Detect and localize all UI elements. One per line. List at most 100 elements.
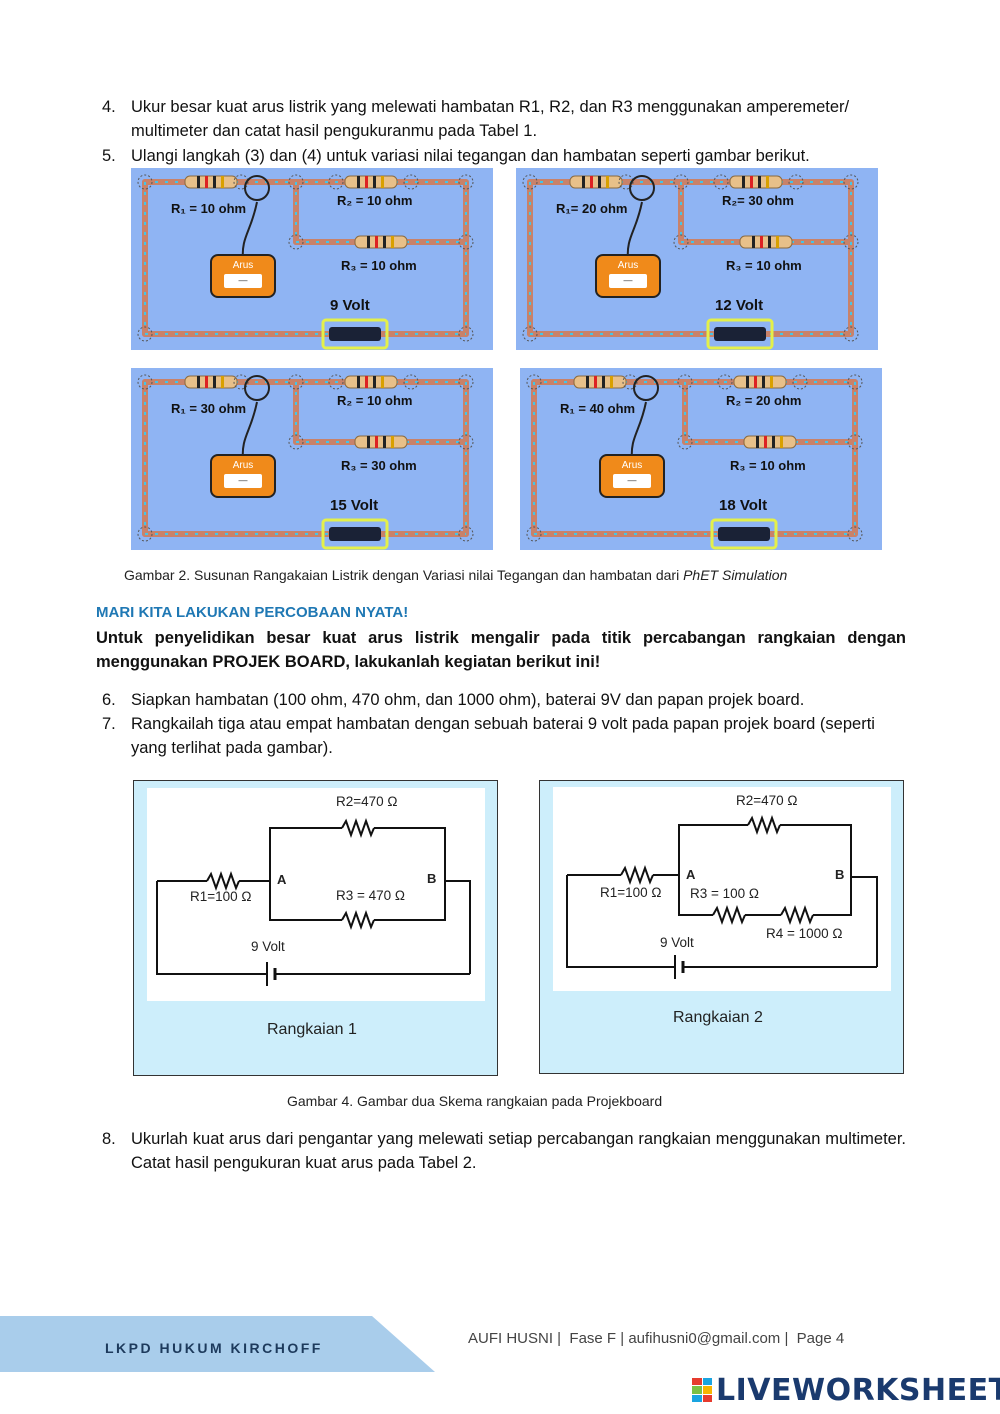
circuit-2-diagram: R2=470 Ω R3 = 100 Ω R4 = 1000 Ω R1=100 Ω… <box>553 787 891 991</box>
resistor-icon <box>739 235 793 249</box>
liveworksheets-logo[interactable]: LIVEWORKSHEETS <box>692 1372 1000 1408</box>
caption-italic: PhET Simulation <box>683 567 788 583</box>
resistor-icon <box>569 175 623 189</box>
resistor-icon <box>344 175 398 189</box>
r2-label: R₂ = 20 ohm <box>726 393 802 408</box>
r1-label: R1=100 Ω <box>190 889 252 904</box>
voltage-label: 9 Volt <box>330 297 370 314</box>
step-number: 7. <box>102 715 116 733</box>
r2-label: R2=470 Ω <box>336 794 398 809</box>
resistor-icon <box>743 435 797 449</box>
figure-4-caption: Gambar 4. Gambar dua Skema rangkaian pad… <box>287 1093 663 1109</box>
circuit-1-diagram: R2=470 Ω R3 = 470 Ω R1=100 Ω 9 Volt A B <box>147 788 485 1001</box>
resistor-icon <box>729 175 783 189</box>
section-heading: MARI KITA LAKUKAN PERCOBAAN NYATA! <box>96 604 409 621</box>
logo-mark-icon <box>692 1378 712 1402</box>
step-text: Siapkan hambatan (100 ohm, 470 ohm, dan … <box>131 691 805 709</box>
figure-2-caption: Gambar 2. Susunan Rangakaian Listrik den… <box>124 567 787 583</box>
circuit-wires <box>522 174 859 350</box>
battery-icon <box>321 518 389 550</box>
circuit-2-wires <box>566 815 878 979</box>
circuit-wires <box>137 174 474 350</box>
step-5: 5. Ulangi langkah (3) dan (4) untuk vari… <box>96 144 906 168</box>
r3-label: R3 = 470 Ω <box>336 888 406 903</box>
r1-label: R1=100 Ω <box>600 885 662 900</box>
footer-author-info: AUFI HUSNI | Fase F | aufihusni0@gmail.c… <box>468 1330 845 1347</box>
step-8: 8. Ukurlah kuat arus dari pengantar yang… <box>96 1127 906 1175</box>
footer-title: LKPD HUKUM KIRCHOFF <box>105 1340 323 1356</box>
step-number: 5. <box>102 147 116 165</box>
circuit-2-title: Rangkaian 2 <box>673 1009 763 1026</box>
voltage-label: 9 Volt <box>251 939 285 954</box>
r3-label: R3 = 100 Ω <box>690 886 760 901</box>
step-4: 4. Ukur besar kuat arus listrik yang mel… <box>96 95 906 143</box>
resistor-icon <box>354 235 408 249</box>
node-b: B <box>835 867 845 882</box>
node-a: A <box>277 872 287 887</box>
ammeter-probe-icon <box>244 375 270 401</box>
ammeter-device: Arus — <box>595 254 661 298</box>
voltage-label: 9 Volt <box>660 935 694 950</box>
r1-label: R₁ = 10 ohm <box>171 201 247 216</box>
r4-label: R4 = 1000 Ω <box>766 926 843 941</box>
step-text: Ulangi langkah (3) dan (4) untuk variasi… <box>131 147 810 165</box>
section-intro: Untuk penyelidikan besar kuat arus listr… <box>96 629 906 671</box>
r1-label: R₁= 20 ohm <box>556 201 628 216</box>
ammeter-label: Arus <box>617 260 639 271</box>
ammeter-label: Arus <box>232 460 254 471</box>
resistor-icon <box>733 375 787 389</box>
circuit-2-panel: R2=470 Ω R3 = 100 Ω R4 = 1000 Ω R1=100 Ω… <box>539 780 904 1074</box>
step-text: Ukurlah kuat arus dari pengantar yang me… <box>131 1130 906 1172</box>
sim-panel-9v: R₁ = 10 ohm R₂ = 10 ohm R₃ = 10 ohm 9 Volt A… <box>131 168 493 350</box>
ammeter-probe-icon <box>244 175 270 201</box>
battery-icon <box>710 518 778 550</box>
ammeter-reading: — <box>613 474 651 488</box>
r3-label: R₃ = 30 ohm <box>341 458 417 473</box>
step-text: Ukur besar kuat arus listrik yang melewa… <box>131 98 850 140</box>
step-number: 6. <box>102 691 116 709</box>
r2-label: R₂= 30 ohm <box>722 193 794 208</box>
ammeter-reading: — <box>609 274 647 288</box>
circuit-1-title: Rangkaian 1 <box>267 1021 357 1038</box>
ammeter-device: Arus — <box>210 254 276 298</box>
r2-label: R₂ = 10 ohm <box>337 193 413 208</box>
node-b: B <box>427 871 437 886</box>
ammeter-label: Arus <box>621 460 643 471</box>
r2-label: R₂ = 10 ohm <box>337 393 413 408</box>
sim-panel-12v: R₁= 20 ohm R₂= 30 ohm R₃ = 10 ohm 12 Volt Ar… <box>516 168 878 350</box>
r1-label: R₁ = 40 ohm <box>560 401 636 416</box>
ammeter-probe-icon <box>629 175 655 201</box>
node-a: A <box>686 867 696 882</box>
logo-text: LIVEWORKSHEETS <box>716 1372 1000 1408</box>
resistor-icon <box>354 435 408 449</box>
step-number: 4. <box>102 98 116 116</box>
r3-label: R₃ = 10 ohm <box>726 258 802 273</box>
ammeter-reading: — <box>224 274 262 288</box>
sim-panel-18v: R₁ = 40 ohm R₂ = 20 ohm R₃ = 10 ohm 18 Volt… <box>520 368 882 550</box>
r3-label: R₃ = 10 ohm <box>341 258 417 273</box>
ammeter-label: Arus <box>232 260 254 271</box>
ammeter-probe-icon <box>633 375 659 401</box>
r2-label: R2=470 Ω <box>736 793 798 808</box>
resistor-icon <box>573 375 627 389</box>
battery-icon <box>321 318 389 350</box>
caption-text: Gambar 2. Susunan Rangakaian Listrik den… <box>124 567 684 583</box>
circuit-1-wires <box>156 818 471 986</box>
ammeter-reading: — <box>224 474 262 488</box>
ammeter-device: Arus — <box>210 454 276 498</box>
step-6: 6. Siapkan hambatan (100 ohm, 470 ohm, d… <box>96 688 906 712</box>
circuit-wires <box>137 374 474 550</box>
voltage-label: 15 Volt <box>330 497 379 514</box>
voltage-label: 12 Volt <box>715 297 764 314</box>
footer-band <box>0 1316 435 1372</box>
battery-icon <box>706 318 774 350</box>
circuit-wires <box>526 374 863 550</box>
resistor-icon <box>344 375 398 389</box>
resistor-icon <box>184 375 238 389</box>
step-number: 8. <box>102 1130 116 1148</box>
voltage-label: 18 Volt <box>719 497 768 514</box>
circuit-1-panel: R2=470 Ω R3 = 470 Ω R1=100 Ω 9 Volt A B … <box>133 780 498 1076</box>
r3-label: R₃ = 10 ohm <box>730 458 806 473</box>
ammeter-device: Arus — <box>599 454 665 498</box>
